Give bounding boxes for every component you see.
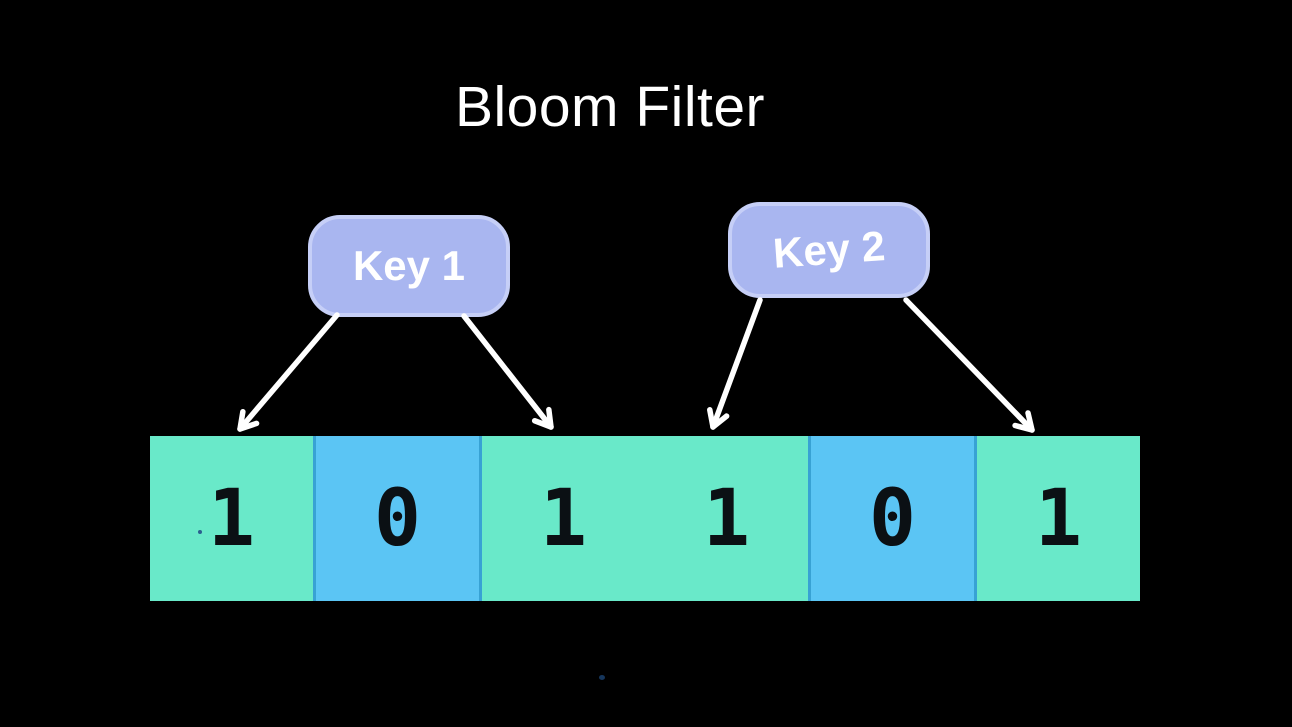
bit-cell-6-value: 1 xyxy=(1035,473,1082,564)
arrow-key2-to-cell4 xyxy=(707,297,763,430)
key-1-label: Key 1 xyxy=(352,242,466,289)
key-2-box: Key 2 xyxy=(728,202,930,298)
bit-array: 1 0 1 1 0 1 xyxy=(150,436,1140,601)
page-title: Bloom Filter xyxy=(454,75,766,139)
bit-cell-4: 1 xyxy=(645,436,808,601)
key-1-box: Key 1 xyxy=(308,215,510,317)
artifact-dot-2 xyxy=(599,675,605,680)
bit-cell-1: 1 xyxy=(150,436,313,601)
arrow-key1-to-cell1 xyxy=(237,312,340,432)
bit-cell-6: 1 xyxy=(974,436,1140,601)
arrow-key1-to-cell3 xyxy=(461,313,554,430)
bit-cell-3-value: 1 xyxy=(540,473,587,564)
bit-cell-2: 0 xyxy=(313,436,479,601)
bit-cell-4-value: 1 xyxy=(703,473,750,564)
arrow-key2-to-cell6 xyxy=(903,297,1035,433)
bit-cell-5: 0 xyxy=(808,436,974,601)
key-2-label: Key 2 xyxy=(771,222,887,277)
bit-cell-5-value: 0 xyxy=(869,473,916,564)
bit-cell-2-value: 0 xyxy=(374,473,421,564)
bit-cell-3: 1 xyxy=(479,436,645,601)
bit-cell-1-value: 1 xyxy=(208,473,255,564)
artifact-dot-1 xyxy=(198,530,202,534)
